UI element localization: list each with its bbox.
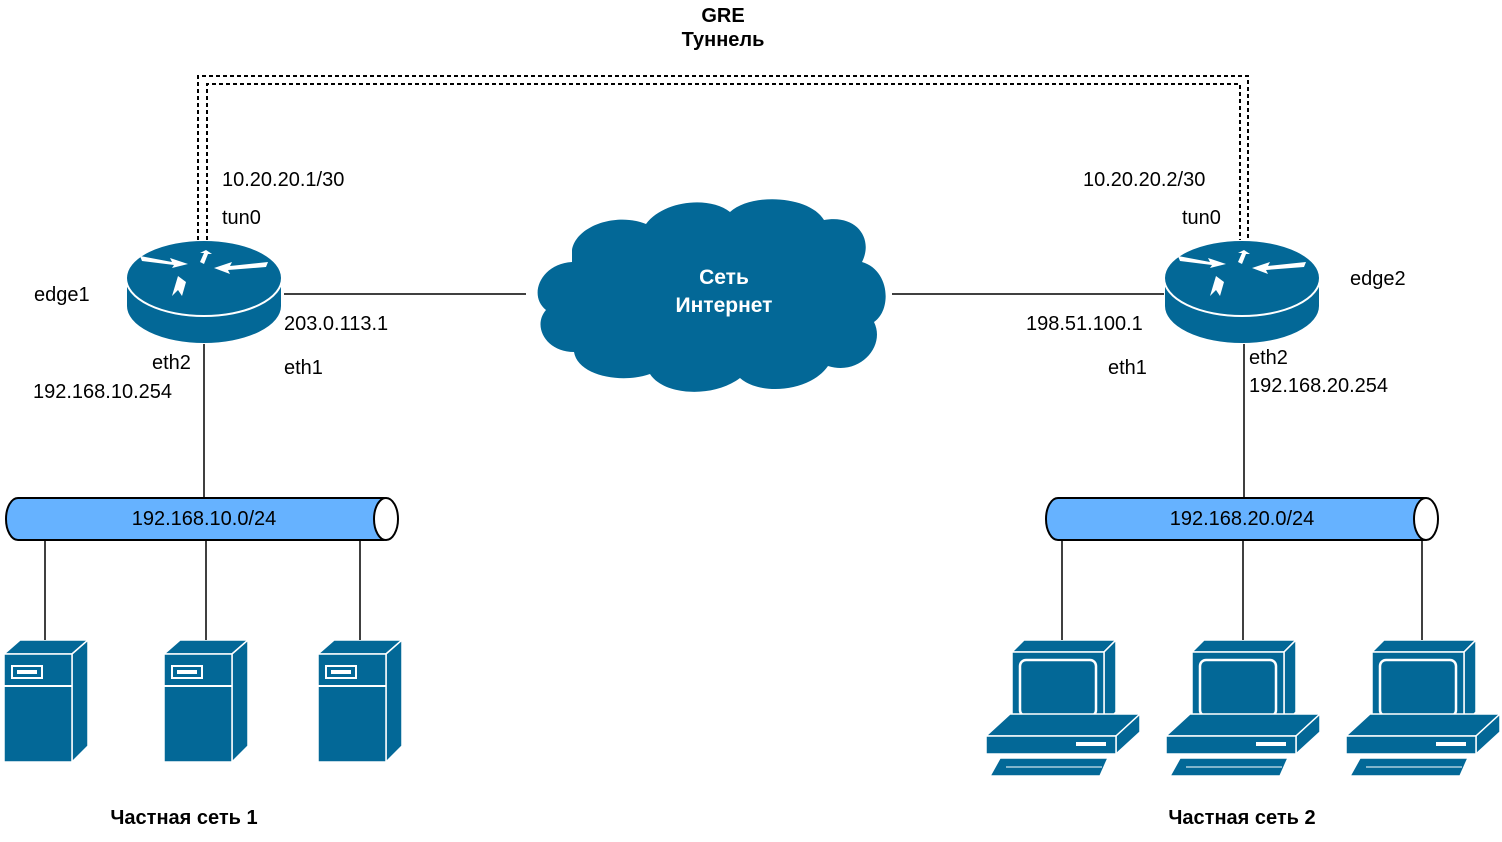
host-links-net1	[44, 540, 361, 640]
tunnel-label-line2: Туннель	[681, 29, 765, 51]
edge2-lan-ip: 192.168.20.254	[1249, 375, 1389, 397]
workstation-icon[interactable]	[1166, 640, 1322, 778]
router-icon[interactable]	[126, 240, 282, 344]
net2-caption: Частная сеть 2	[1168, 807, 1316, 829]
net2-subnet-label: 192.168.20.0/24	[1169, 508, 1315, 530]
tunnel-label: GRE Туннель	[623, 4, 823, 52]
edge2-lan-interface: eth2	[1249, 347, 1288, 369]
net1-caption: Частная сеть 1	[110, 807, 258, 829]
edge1-name: edge1	[34, 284, 90, 306]
host-links-net2	[1061, 540, 1423, 642]
edge1-lan-interface: eth2	[152, 352, 191, 374]
edge1-wan-ip: 203.0.113.1	[284, 313, 389, 335]
cloud-icon	[537, 199, 886, 392]
edge2-wan-ip: 198.51.100.1	[1026, 313, 1143, 335]
server-icon[interactable]	[4, 640, 88, 763]
edge2-wan-interface: eth1	[1108, 357, 1147, 379]
tunnel-label-line1: GRE	[701, 5, 745, 27]
router-icon[interactable]	[1164, 240, 1320, 344]
edge1-tunnel-interface: tun0	[222, 207, 261, 229]
edge2-tunnel-interface: tun0	[1182, 207, 1221, 229]
internet-label: Сеть Интернет	[624, 264, 824, 320]
edge2-tunnel-ip: 10.20.20.2/30	[1083, 169, 1206, 191]
workstation-icon[interactable]	[1346, 640, 1502, 778]
net1-subnet-label: 192.168.10.0/24	[131, 508, 277, 530]
edge2-name: edge2	[1350, 268, 1406, 290]
workstation-icon[interactable]	[986, 640, 1142, 778]
server-icon[interactable]	[164, 640, 248, 763]
lan-segment-net1	[5, 497, 399, 541]
edge1-tunnel-ip: 10.20.20.1/30	[222, 169, 345, 191]
gre-tunnel-path	[197, 75, 1249, 240]
server-icon[interactable]	[318, 640, 402, 763]
lan-segment-net2	[1045, 497, 1439, 541]
internet-label-line1: Сеть	[699, 266, 749, 289]
edge1-lan-ip: 192.168.10.254	[33, 381, 173, 403]
internet-label-line2: Интернет	[675, 294, 773, 317]
edge1-wan-interface: eth1	[284, 357, 323, 379]
